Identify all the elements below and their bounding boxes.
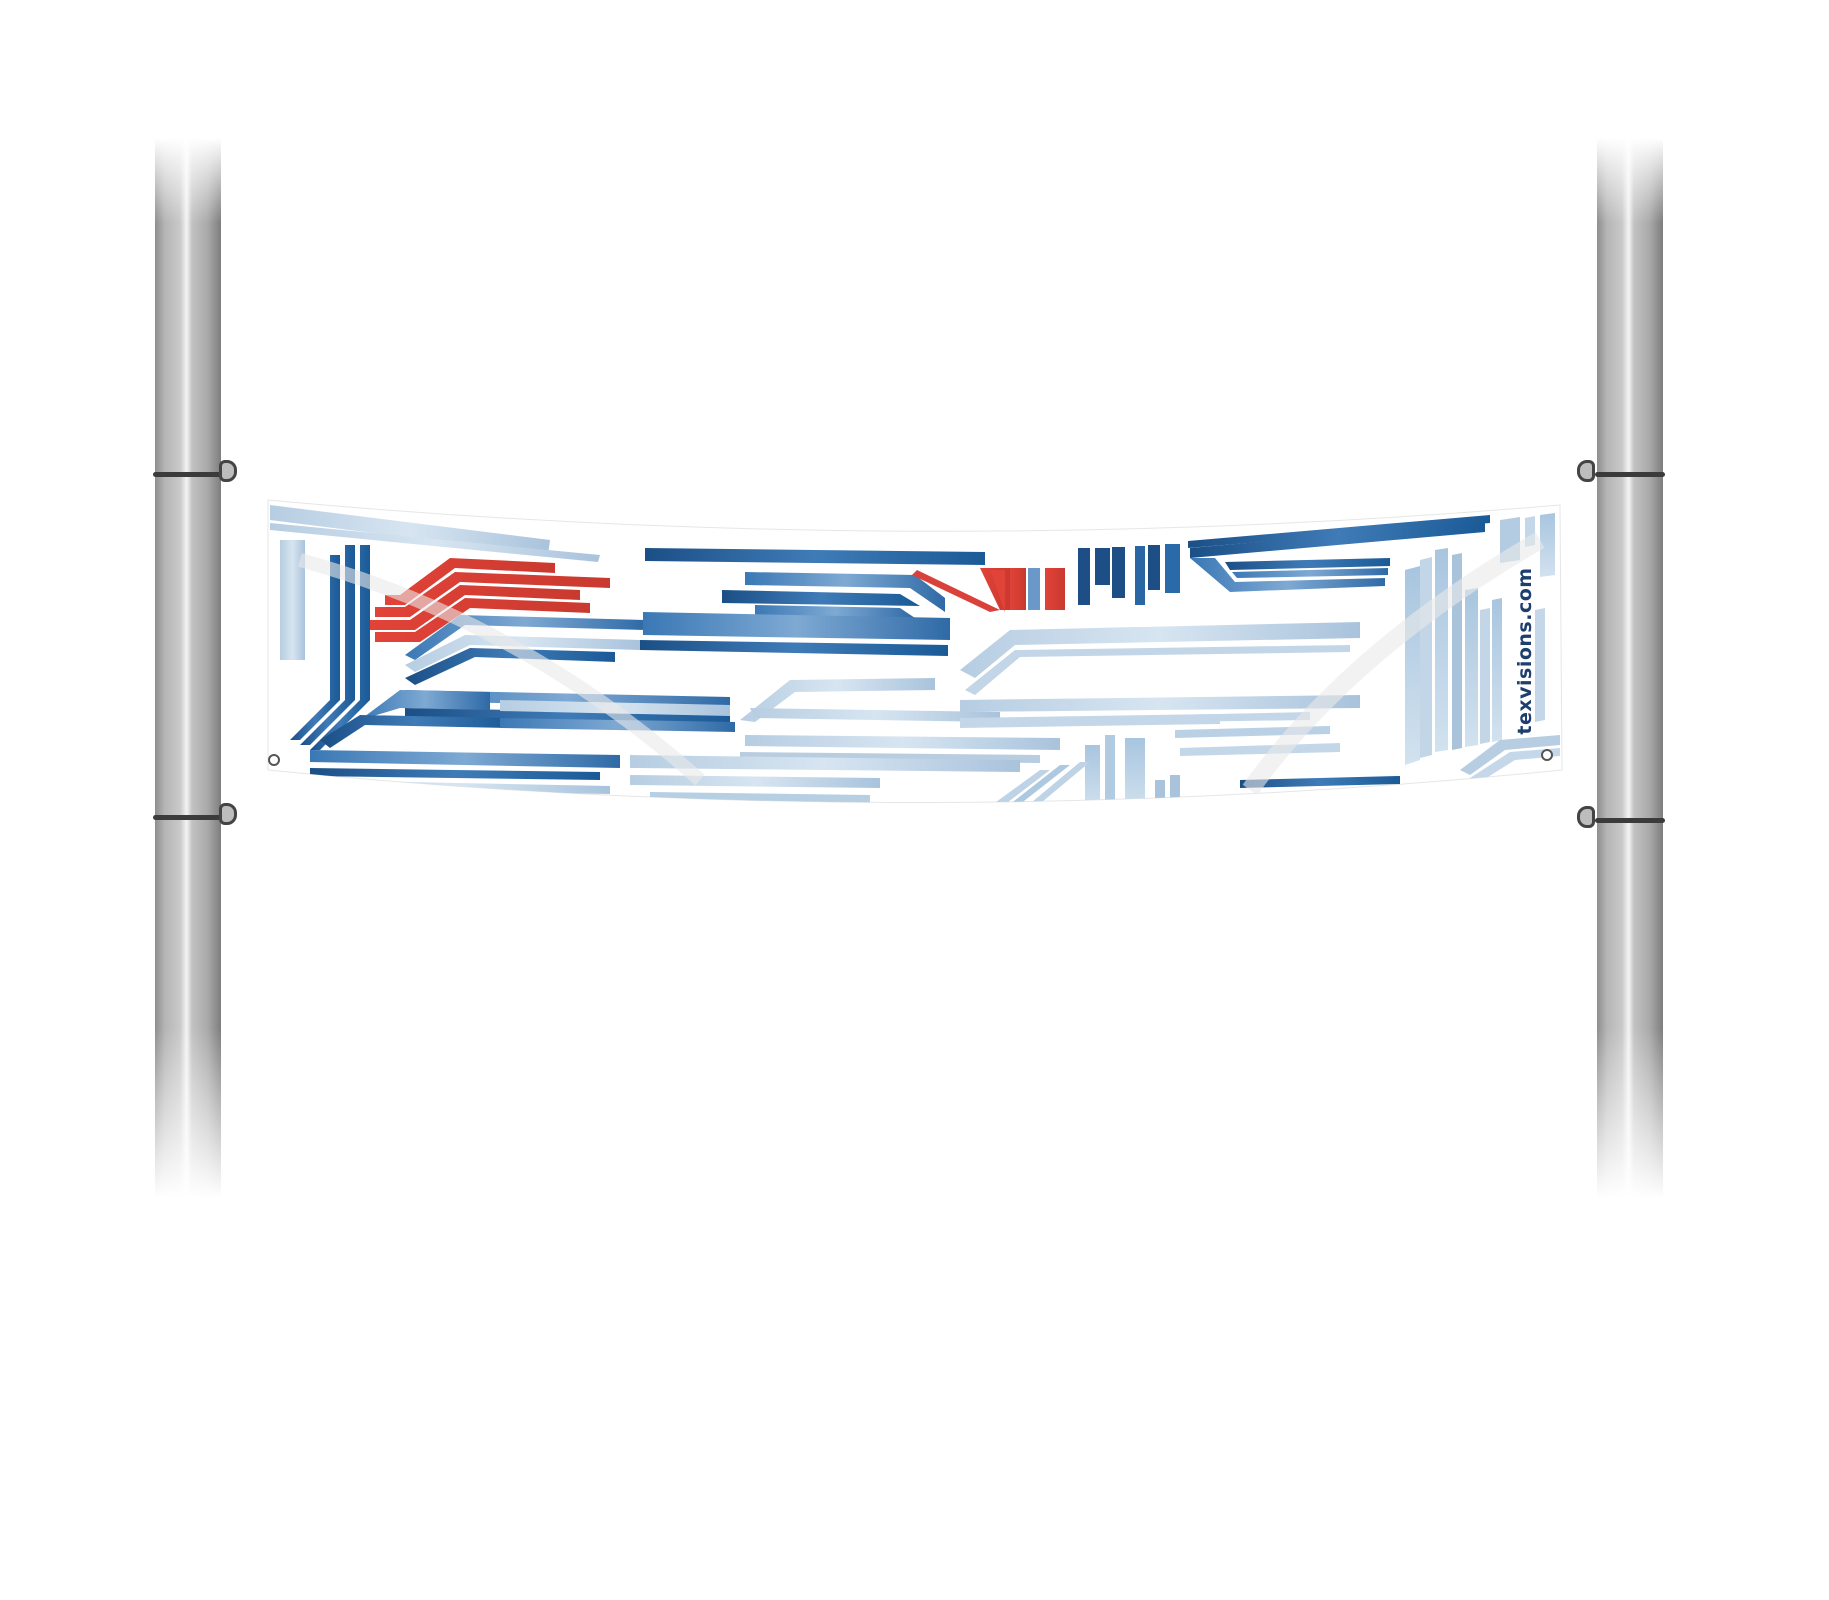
grommet-left (268, 754, 280, 766)
left-pole-upper-clamp-ear (219, 460, 237, 482)
left-pole (155, 138, 221, 1198)
left-pole-upper-clamp (153, 472, 223, 477)
brand-url-text: texvisions.com (1514, 567, 1536, 735)
left-pole-lower-clamp (153, 815, 223, 820)
left-pole-lower-clamp-ear (219, 803, 237, 825)
right-pole-upper-clamp (1595, 472, 1665, 477)
grommet-right (1541, 749, 1553, 761)
right-pole-lower-clamp-ear (1577, 806, 1595, 828)
right-pole-upper-clamp-ear (1577, 460, 1595, 482)
right-pole-lower-clamp (1595, 818, 1665, 823)
right-pole (1597, 138, 1663, 1198)
